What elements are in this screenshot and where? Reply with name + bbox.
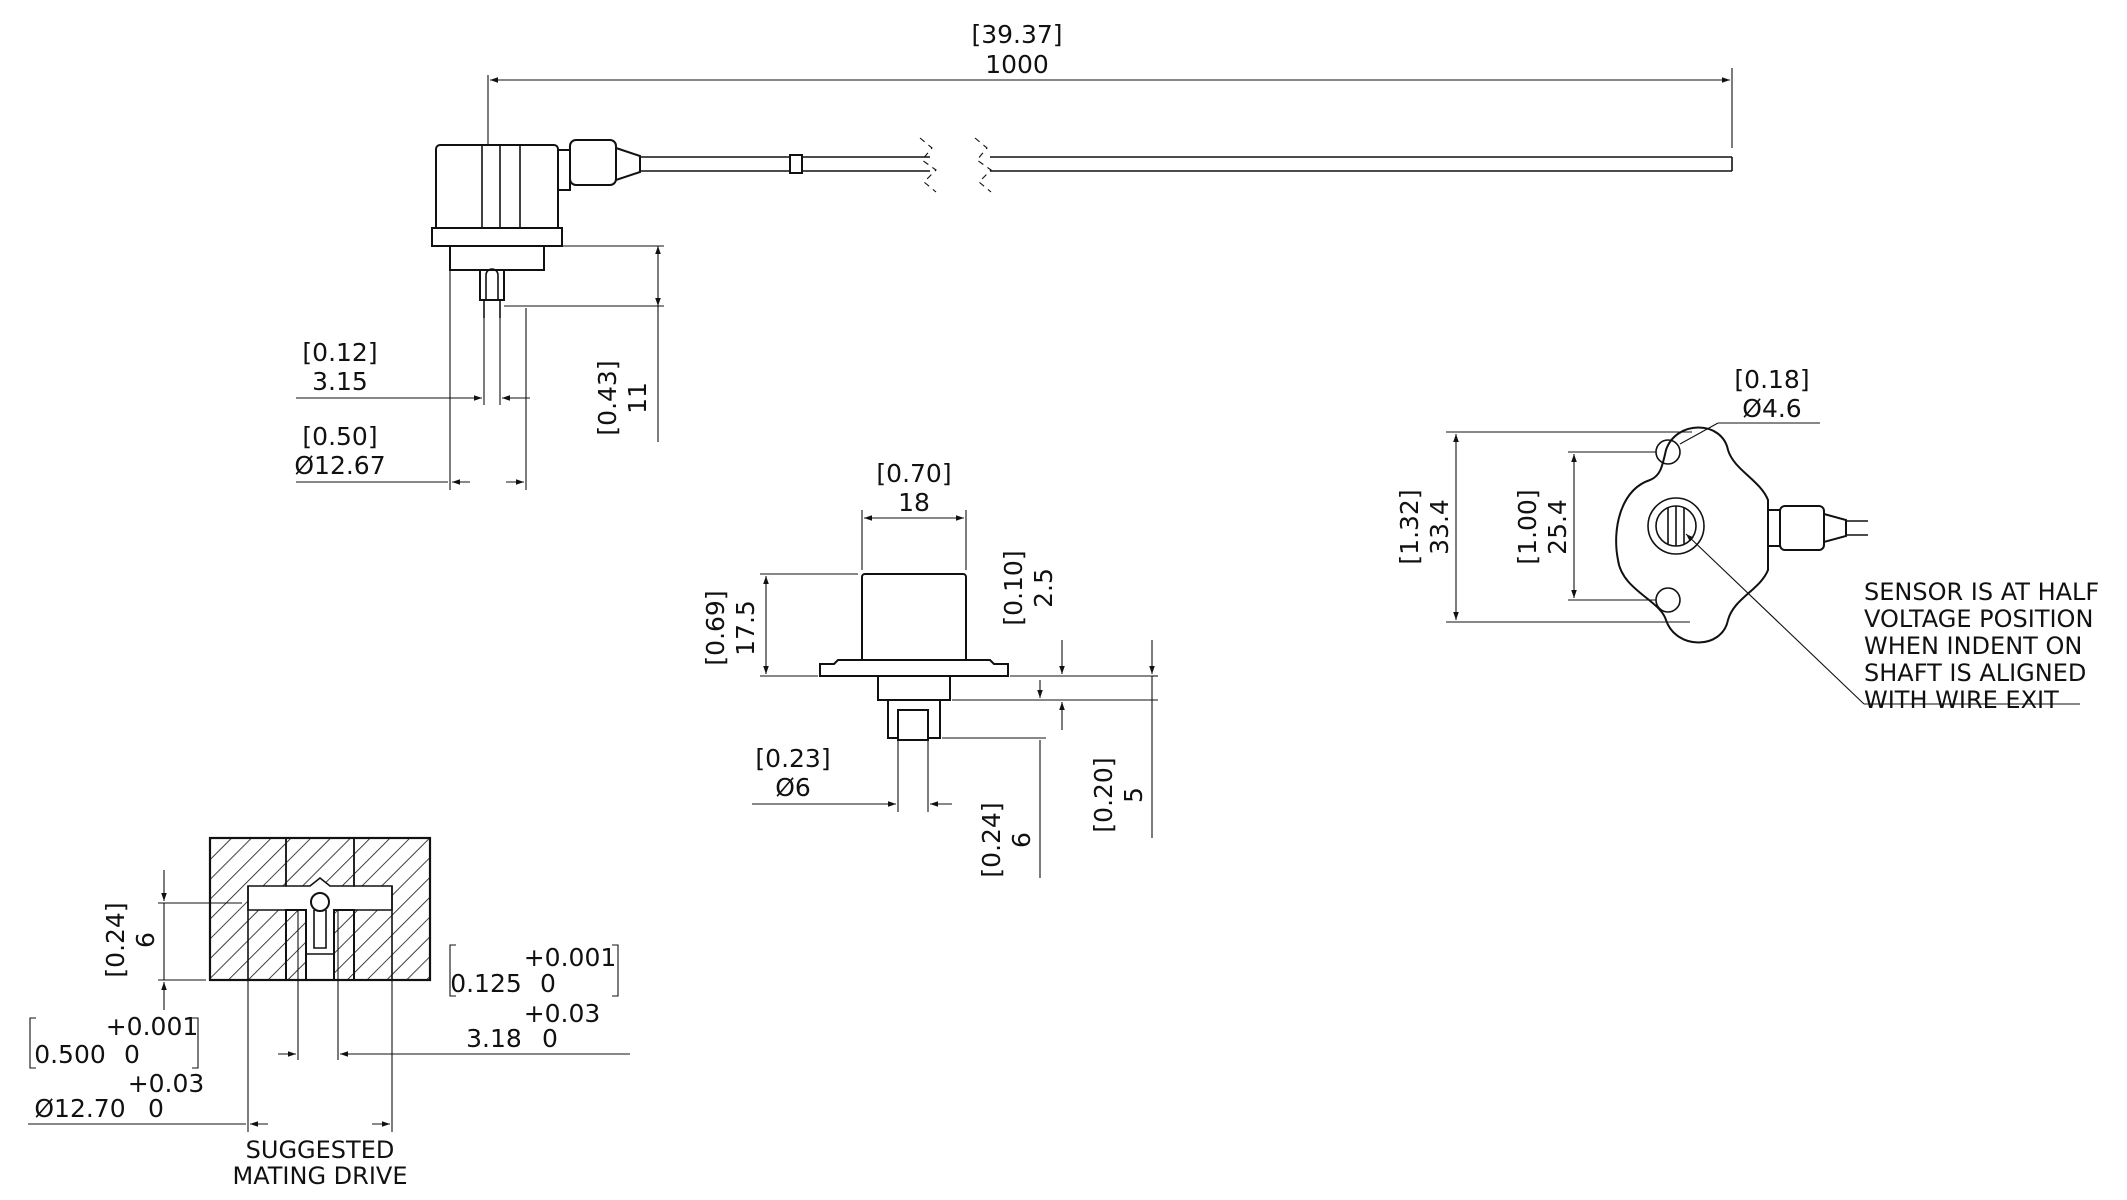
- shaft-diameter-dimension: [0.50] Ø12.67: [294, 270, 527, 490]
- drive-bore-mm-upper: +0.03: [128, 1069, 205, 1098]
- flange-dimension: [0.10] 2.5: [952, 550, 1158, 730]
- boss-mm: 5: [1119, 787, 1148, 803]
- hole-diameter-dimension: [0.18] Ø4.6: [1679, 365, 1820, 445]
- shaft-length-side-inch: [0.24]: [977, 802, 1006, 877]
- drive-slot-dimension: 0.125 +0.001 0 +0.03 3.18 0: [278, 910, 630, 1060]
- shaft-diameter-side-mm: Ø6: [775, 773, 811, 802]
- sensor-housing-top: [431, 137, 1733, 318]
- body-height-mm: 17.5: [731, 600, 760, 656]
- hole-diameter-inch: [0.18]: [1734, 365, 1809, 394]
- drive-depth-mm: 6: [131, 932, 160, 948]
- mating-drive-caption-line-2: MATING DRIVE: [233, 1162, 408, 1190]
- hole-spacing-mm: 25.4: [1543, 499, 1572, 555]
- note-line-2: VOLTAGE POSITION: [1864, 605, 2093, 633]
- drive-slot-inch-base: 0.125: [450, 969, 522, 998]
- cable-length-mm: 1000: [985, 50, 1049, 79]
- body-width-inch: [0.70]: [876, 459, 951, 488]
- drive-slot-inch-upper: +0.001: [524, 943, 617, 972]
- drive-bore-inch-base: 0.500: [34, 1040, 106, 1069]
- top-view: [39.37] 1000: [294, 20, 1733, 490]
- body-width-mm: 18: [898, 488, 930, 517]
- note-line-3: WHEN INDENT ON: [1864, 632, 2082, 660]
- shaft-diameter-inch: [0.50]: [302, 422, 377, 451]
- hole-diameter-mm: Ø4.6: [1742, 394, 1801, 423]
- body-width-dimension: [0.70] 18: [861, 459, 967, 570]
- front-view: [0.18] Ø4.6 [1.32] 33.4 [1.00] 25.4 SENS…: [1395, 365, 2099, 714]
- height-mm: 33.4: [1425, 499, 1454, 555]
- hole-spacing-dimension: [1.00] 25.4: [1513, 451, 1656, 601]
- drive-slot-inch-lower: 0: [540, 969, 556, 998]
- shaft-flat-inch: [0.12]: [302, 338, 377, 367]
- shaft-length-side-mm: 6: [1007, 832, 1036, 848]
- shaft-length-dimension: [0.43] 11: [504, 245, 664, 442]
- note-line-1: SENSOR IS AT HALF: [1864, 578, 2099, 606]
- drive-bore-mm-lower: 0: [148, 1094, 164, 1123]
- flange-inch: [0.10]: [999, 550, 1028, 625]
- note-line-4: SHAFT IS ALIGNED: [1864, 659, 2086, 687]
- body-height-inch: [0.69]: [701, 590, 730, 665]
- side-view: [0.70] 18 [0.69] 17.5 [0.10] 2.5 [0.20]: [701, 459, 1158, 878]
- shaft-length-mm: 11: [623, 382, 652, 414]
- drive-bore-inch-lower: 0: [124, 1040, 140, 1069]
- mating-drive-section: [0.24] 6 0.125 +0.001 0 +0.03 3.18 0: [28, 836, 630, 1190]
- shaft-flat-dimension: [0.12] 3.15: [296, 318, 530, 405]
- boss-dimension: [0.20] 5: [1089, 640, 1158, 838]
- drive-bore-dimension: 0.500 +0.001 0 +0.03 Ø12.70 0: [28, 980, 393, 1132]
- drive-bore-mm-base: Ø12.70: [34, 1094, 125, 1123]
- shaft-length-inch: [0.43]: [593, 360, 622, 435]
- drive-slot-mm-lower: 0: [542, 1024, 558, 1053]
- note-line-5: WITH WIRE EXIT: [1864, 686, 2059, 714]
- shaft-diameter-mm: Ø12.67: [294, 451, 385, 480]
- shaft-diameter-side-inch: [0.23]: [755, 744, 830, 773]
- alignment-note: SENSOR IS AT HALF VOLTAGE POSITION WHEN …: [1864, 578, 2099, 714]
- drive-depth-inch: [0.24]: [101, 902, 130, 977]
- cable-length-inch: [39.37]: [971, 20, 1062, 49]
- drive-slot-mm-base: 3.18: [466, 1024, 522, 1053]
- boss-inch: [0.20]: [1089, 757, 1118, 832]
- height-inch: [1.32]: [1395, 489, 1424, 564]
- drive-slot-mm-upper: +0.03: [524, 999, 601, 1028]
- cable-length-dimension: [39.37] 1000: [487, 20, 1733, 148]
- shaft-length-side-dimension: [0.24] 6: [942, 680, 1046, 878]
- hole-spacing-inch: [1.00]: [1513, 489, 1542, 564]
- shaft-flat-mm: 3.15: [312, 367, 368, 396]
- flange-mm: 2.5: [1029, 568, 1058, 608]
- body-height-dimension: [0.69] 17.5: [701, 573, 858, 677]
- drive-depth-dimension: [0.24] 6: [101, 870, 242, 1010]
- shaft-diameter-side-dimension: [0.23] Ø6: [752, 740, 952, 812]
- drive-bore-inch-upper: +0.001: [106, 1012, 199, 1041]
- mating-drive-caption-line-1: SUGGESTED: [246, 1136, 395, 1164]
- height-dimension: [1.32] 33.4: [1395, 431, 1692, 623]
